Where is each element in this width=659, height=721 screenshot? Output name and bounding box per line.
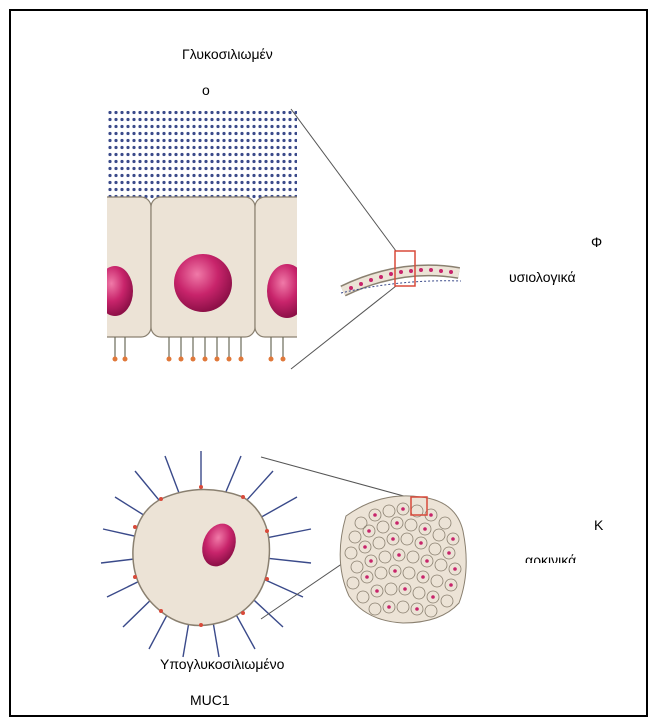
nucleus-right bbox=[267, 264, 307, 318]
basal-dots bbox=[113, 357, 286, 362]
zoom-line-top-upper bbox=[291, 109, 396, 251]
cancer-cell-body bbox=[133, 489, 270, 625]
zoom-line-bottom-upper bbox=[261, 457, 411, 498]
zoom-line-top-lower bbox=[291, 286, 396, 369]
normal-epithelium bbox=[91, 111, 315, 362]
cancer-label-line2: αρκινικά bbox=[525, 551, 576, 563]
tumor-cell-mass bbox=[340, 496, 466, 623]
diagram-canvas bbox=[11, 11, 648, 717]
nucleus-left bbox=[97, 266, 133, 316]
physiological-label-line2: υσιολογικά bbox=[509, 268, 576, 286]
figure-frame: Γλυκοσιλιωμέν ο Φ υσιολογικά Κ αρκινικά … bbox=[9, 9, 648, 717]
cancer-label-line1: Κ bbox=[594, 516, 603, 534]
physiological-label-line1: Φ bbox=[591, 233, 602, 251]
basal-stalks bbox=[115, 337, 283, 357]
glycosylated-label-line1: Γλυκοσιλιωμέν bbox=[182, 45, 273, 63]
hypoglycosylated-label-line1: Υπογλυκοσιλιωμένο bbox=[160, 655, 284, 673]
epithelial-cell-left bbox=[91, 197, 151, 337]
glycosylated-label-line2: ο bbox=[202, 81, 210, 99]
cancer-cell-group bbox=[101, 451, 311, 657]
duct-arc bbox=[341, 268, 461, 293]
hypoglycosylated-label-line2: MUC1 bbox=[190, 691, 230, 705]
glycocalyx-layer bbox=[107, 111, 297, 201]
nucleus-center bbox=[174, 254, 232, 312]
